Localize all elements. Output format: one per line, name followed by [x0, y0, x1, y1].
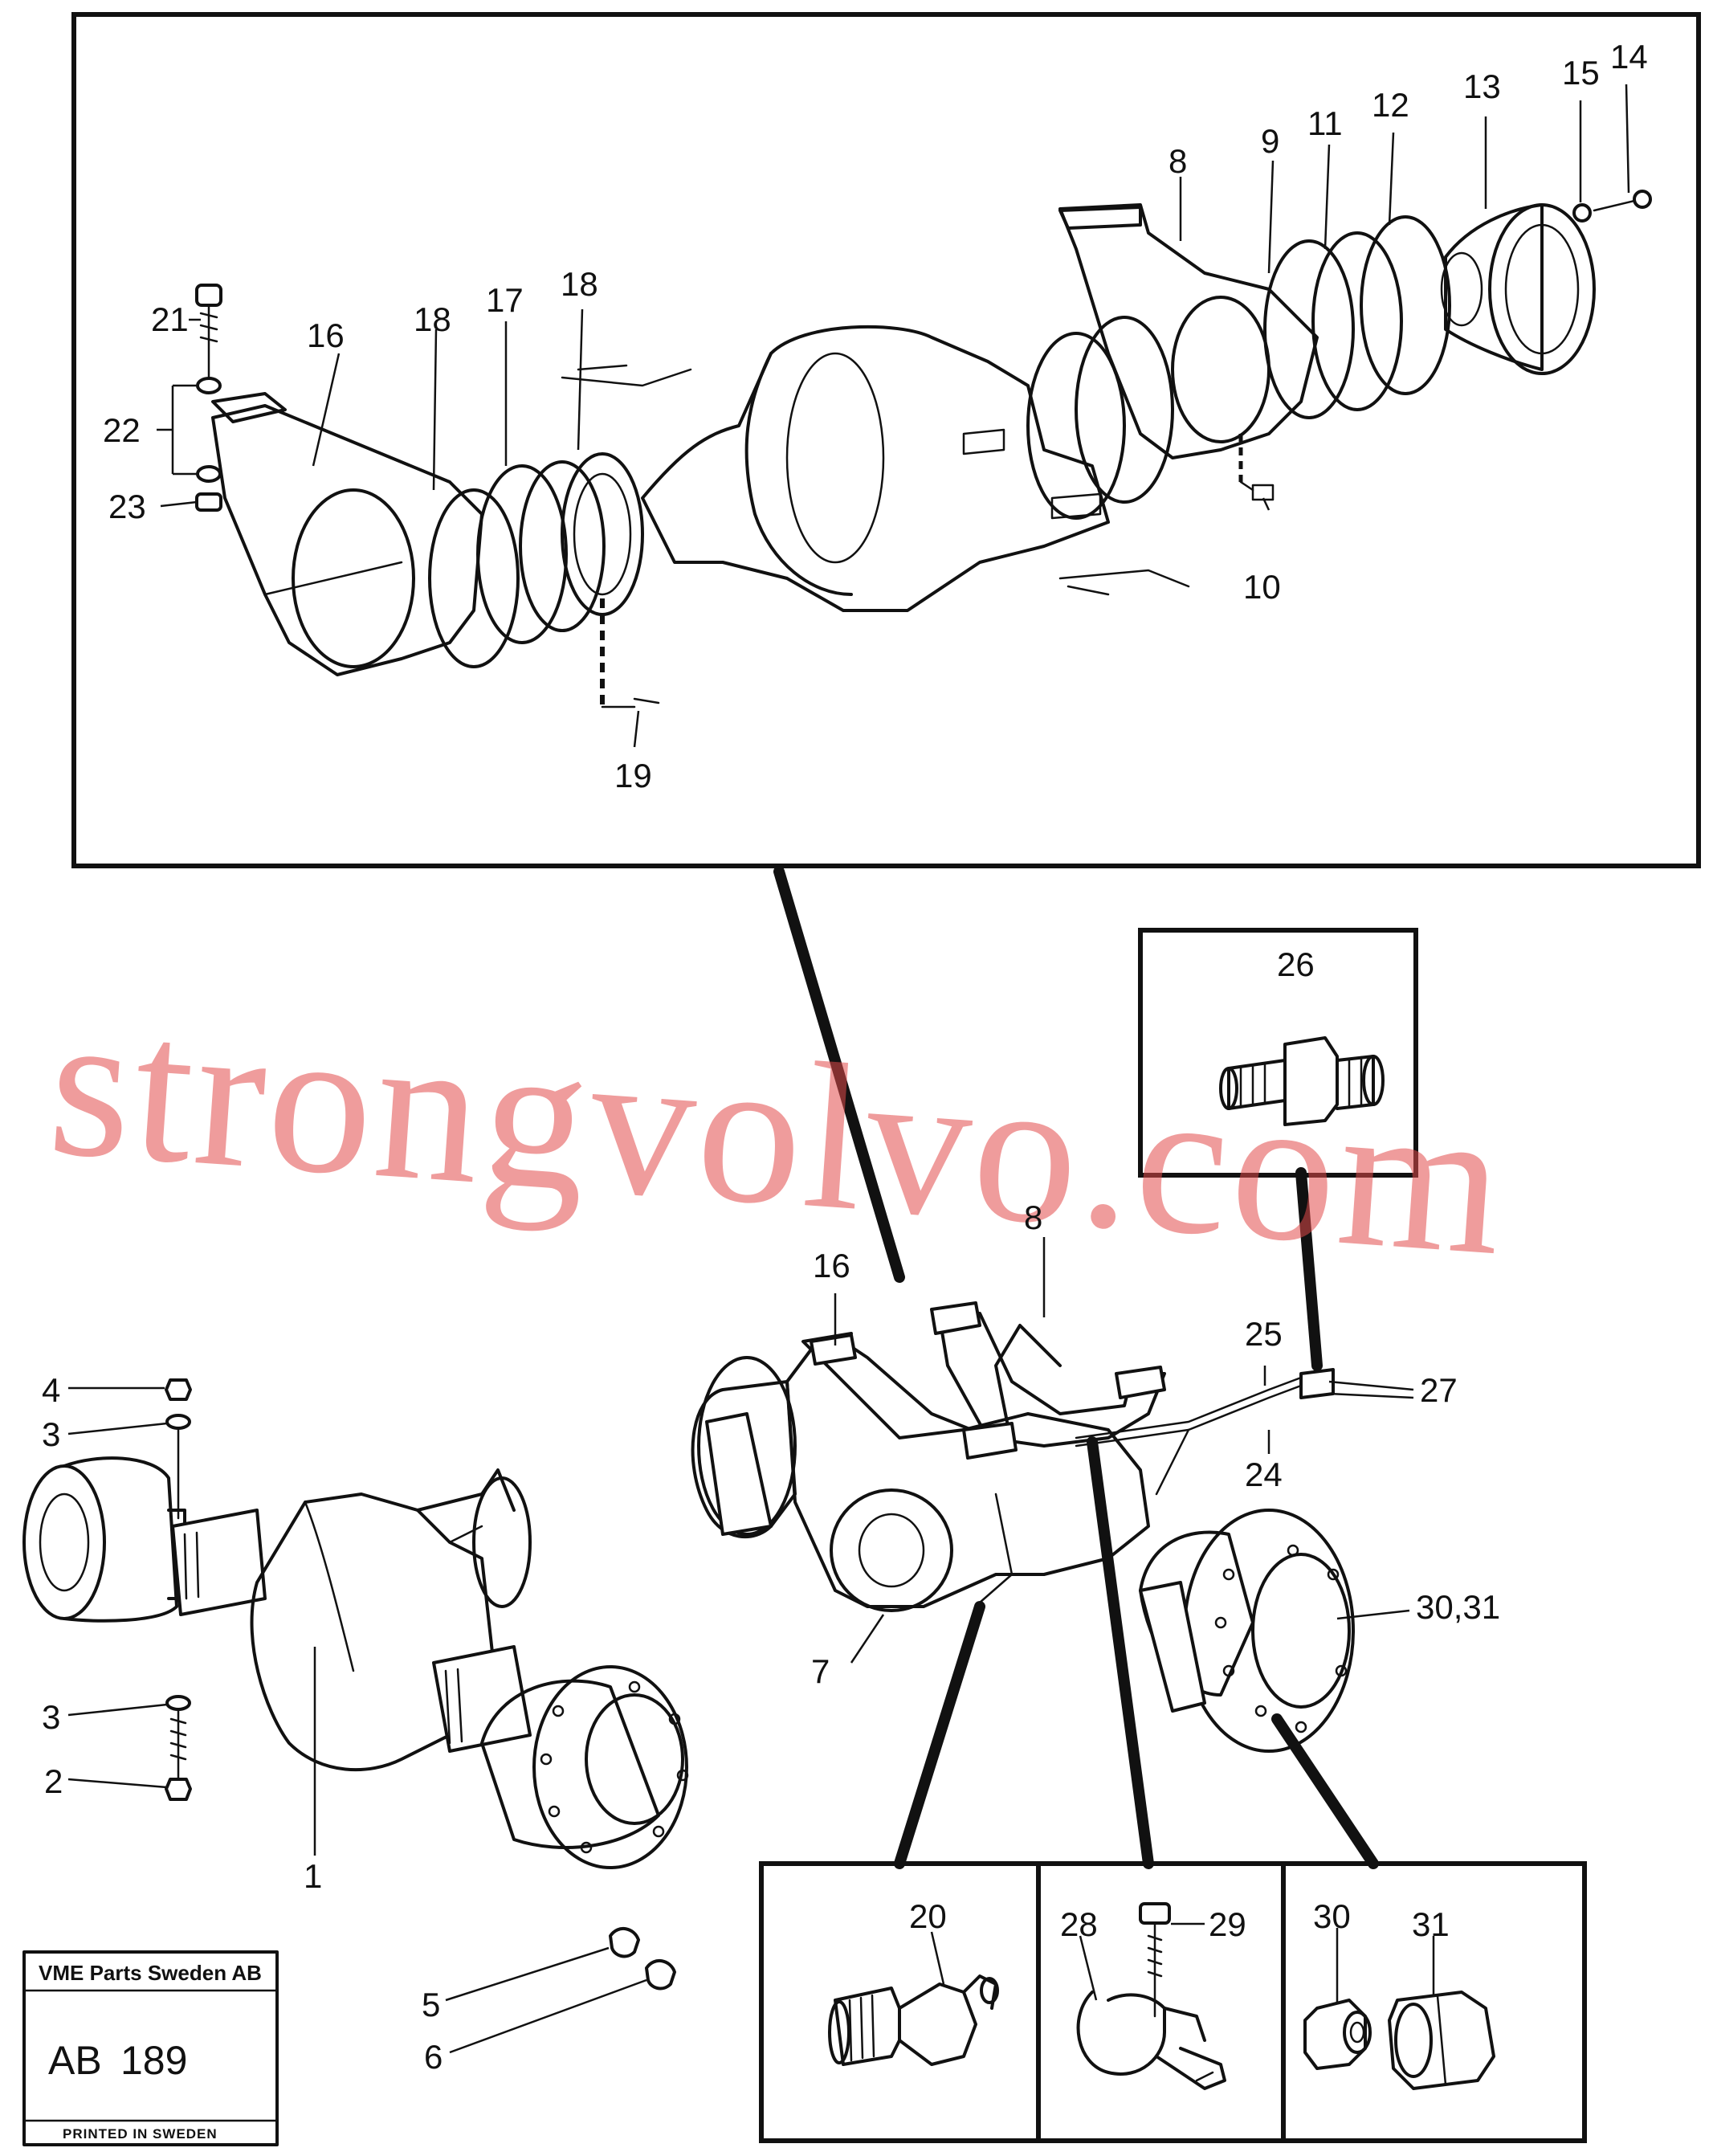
elbow-fitting-part: [828, 1974, 999, 2066]
document-stamp: VME Parts Sweden AB AB 189 PRINTED IN SW…: [22, 1950, 279, 2146]
label-11: 11: [1307, 104, 1343, 142]
left-part-numbers: 4 3 3 2 1 5 6: [42, 1371, 443, 2076]
label-9: 9: [1261, 122, 1279, 160]
nipple-inset-frame: [1138, 928, 1418, 1178]
label-5: 5: [422, 1986, 440, 2023]
label-1: 1: [304, 1857, 322, 1895]
main-leader-lines: [834, 1237, 1414, 1664]
label-2: 2: [44, 1762, 63, 1800]
label-8: 8: [1169, 142, 1187, 180]
label-22: 22: [103, 411, 141, 449]
label-10: 10: [1243, 568, 1281, 606]
right-rings-part: [1026, 316, 1174, 520]
label-18: 18: [414, 300, 451, 338]
label-25: 25: [1245, 1315, 1283, 1353]
screw-10-part: [1238, 434, 1275, 501]
stamp-code-prefix: AB: [48, 2038, 102, 2083]
label-28: 28: [1060, 1905, 1098, 1943]
label-4: 4: [42, 1371, 60, 1409]
label-3: 3: [42, 1415, 60, 1453]
watermark-text: strongvolvo.com: [43, 967, 1513, 1300]
clamp-part: [1076, 1902, 1226, 2090]
upper-part-numbers: 21 16 18 17 18 22 23 19 8 9 11 12 13 15 …: [103, 38, 1648, 794]
label-12: 12: [1372, 86, 1409, 124]
label-13: 13: [1463, 67, 1501, 105]
label-27: 27: [1420, 1371, 1458, 1409]
label-20: 20: [909, 1897, 947, 1935]
label-18: 18: [561, 265, 598, 303]
main-axle-assembly: [691, 1301, 1355, 1753]
label-16: 16: [813, 1247, 850, 1284]
left-bracket-part: [211, 392, 483, 676]
screw-19-part: [600, 598, 660, 708]
upper-inset: 21 16 18 17 18 22 23 19 8 9 11 12 13 15 …: [71, 12, 1701, 868]
upper-leader-lines: [157, 84, 1630, 748]
label-6: 6: [424, 2038, 443, 2076]
pointer-upper-inset: [773, 866, 905, 1283]
label-24: 24: [1245, 1456, 1283, 1493]
label-7: 7: [811, 1652, 830, 1690]
hub-part: [1440, 203, 1596, 375]
label-3: 3: [42, 1698, 60, 1736]
cap-nut-part: [1388, 1991, 1495, 2090]
pointer-detail-20: [894, 1601, 985, 1869]
nut-part: [1303, 1999, 1372, 2070]
label-26: 26: [1277, 945, 1315, 983]
detail-inset-frame: [759, 1861, 1587, 2143]
left-rings-part: [428, 452, 644, 668]
label-15: 15: [1562, 54, 1600, 92]
label-23: 23: [108, 488, 146, 525]
label-21: 21: [151, 300, 189, 338]
label-19: 19: [614, 757, 652, 794]
label-29: 29: [1209, 1905, 1246, 1943]
main-part-numbers: 16 8 25 27 24 7 30,31: [811, 1198, 1500, 1690]
pointer-detail-28: [1087, 1436, 1154, 1869]
left-leader-lines: [67, 1386, 647, 2054]
label-30: 30: [1313, 1897, 1351, 1935]
nipple-inset: 26: [1138, 928, 1418, 1178]
bolt-14-part: [1572, 190, 1652, 223]
right-outer-rings-part: [1263, 215, 1451, 419]
pointer-detail-30: [1271, 1713, 1379, 1869]
detail-insets: 20 28 29 30 31: [759, 1861, 1587, 2143]
label-30-31: 30,31: [1416, 1588, 1500, 1626]
stamp-company: VME Parts Sweden AB: [39, 1961, 262, 1985]
label-14: 14: [1610, 38, 1648, 76]
label-31: 31: [1412, 1905, 1450, 1943]
label-16: 16: [307, 316, 345, 354]
label-8: 8: [1024, 1198, 1042, 1236]
left-axle-assembly: [22, 1378, 689, 1991]
nipple-part: [1219, 1036, 1385, 1126]
pointer-nipple-inset: [1295, 1167, 1323, 1371]
axle-housing-part: [561, 325, 1190, 612]
stamp-footer: PRINTED IN SWEDEN: [63, 2126, 218, 2142]
upper-inset-frame: [71, 12, 1701, 868]
stamp-code-number: 189: [120, 2038, 187, 2083]
label-17: 17: [486, 281, 524, 319]
